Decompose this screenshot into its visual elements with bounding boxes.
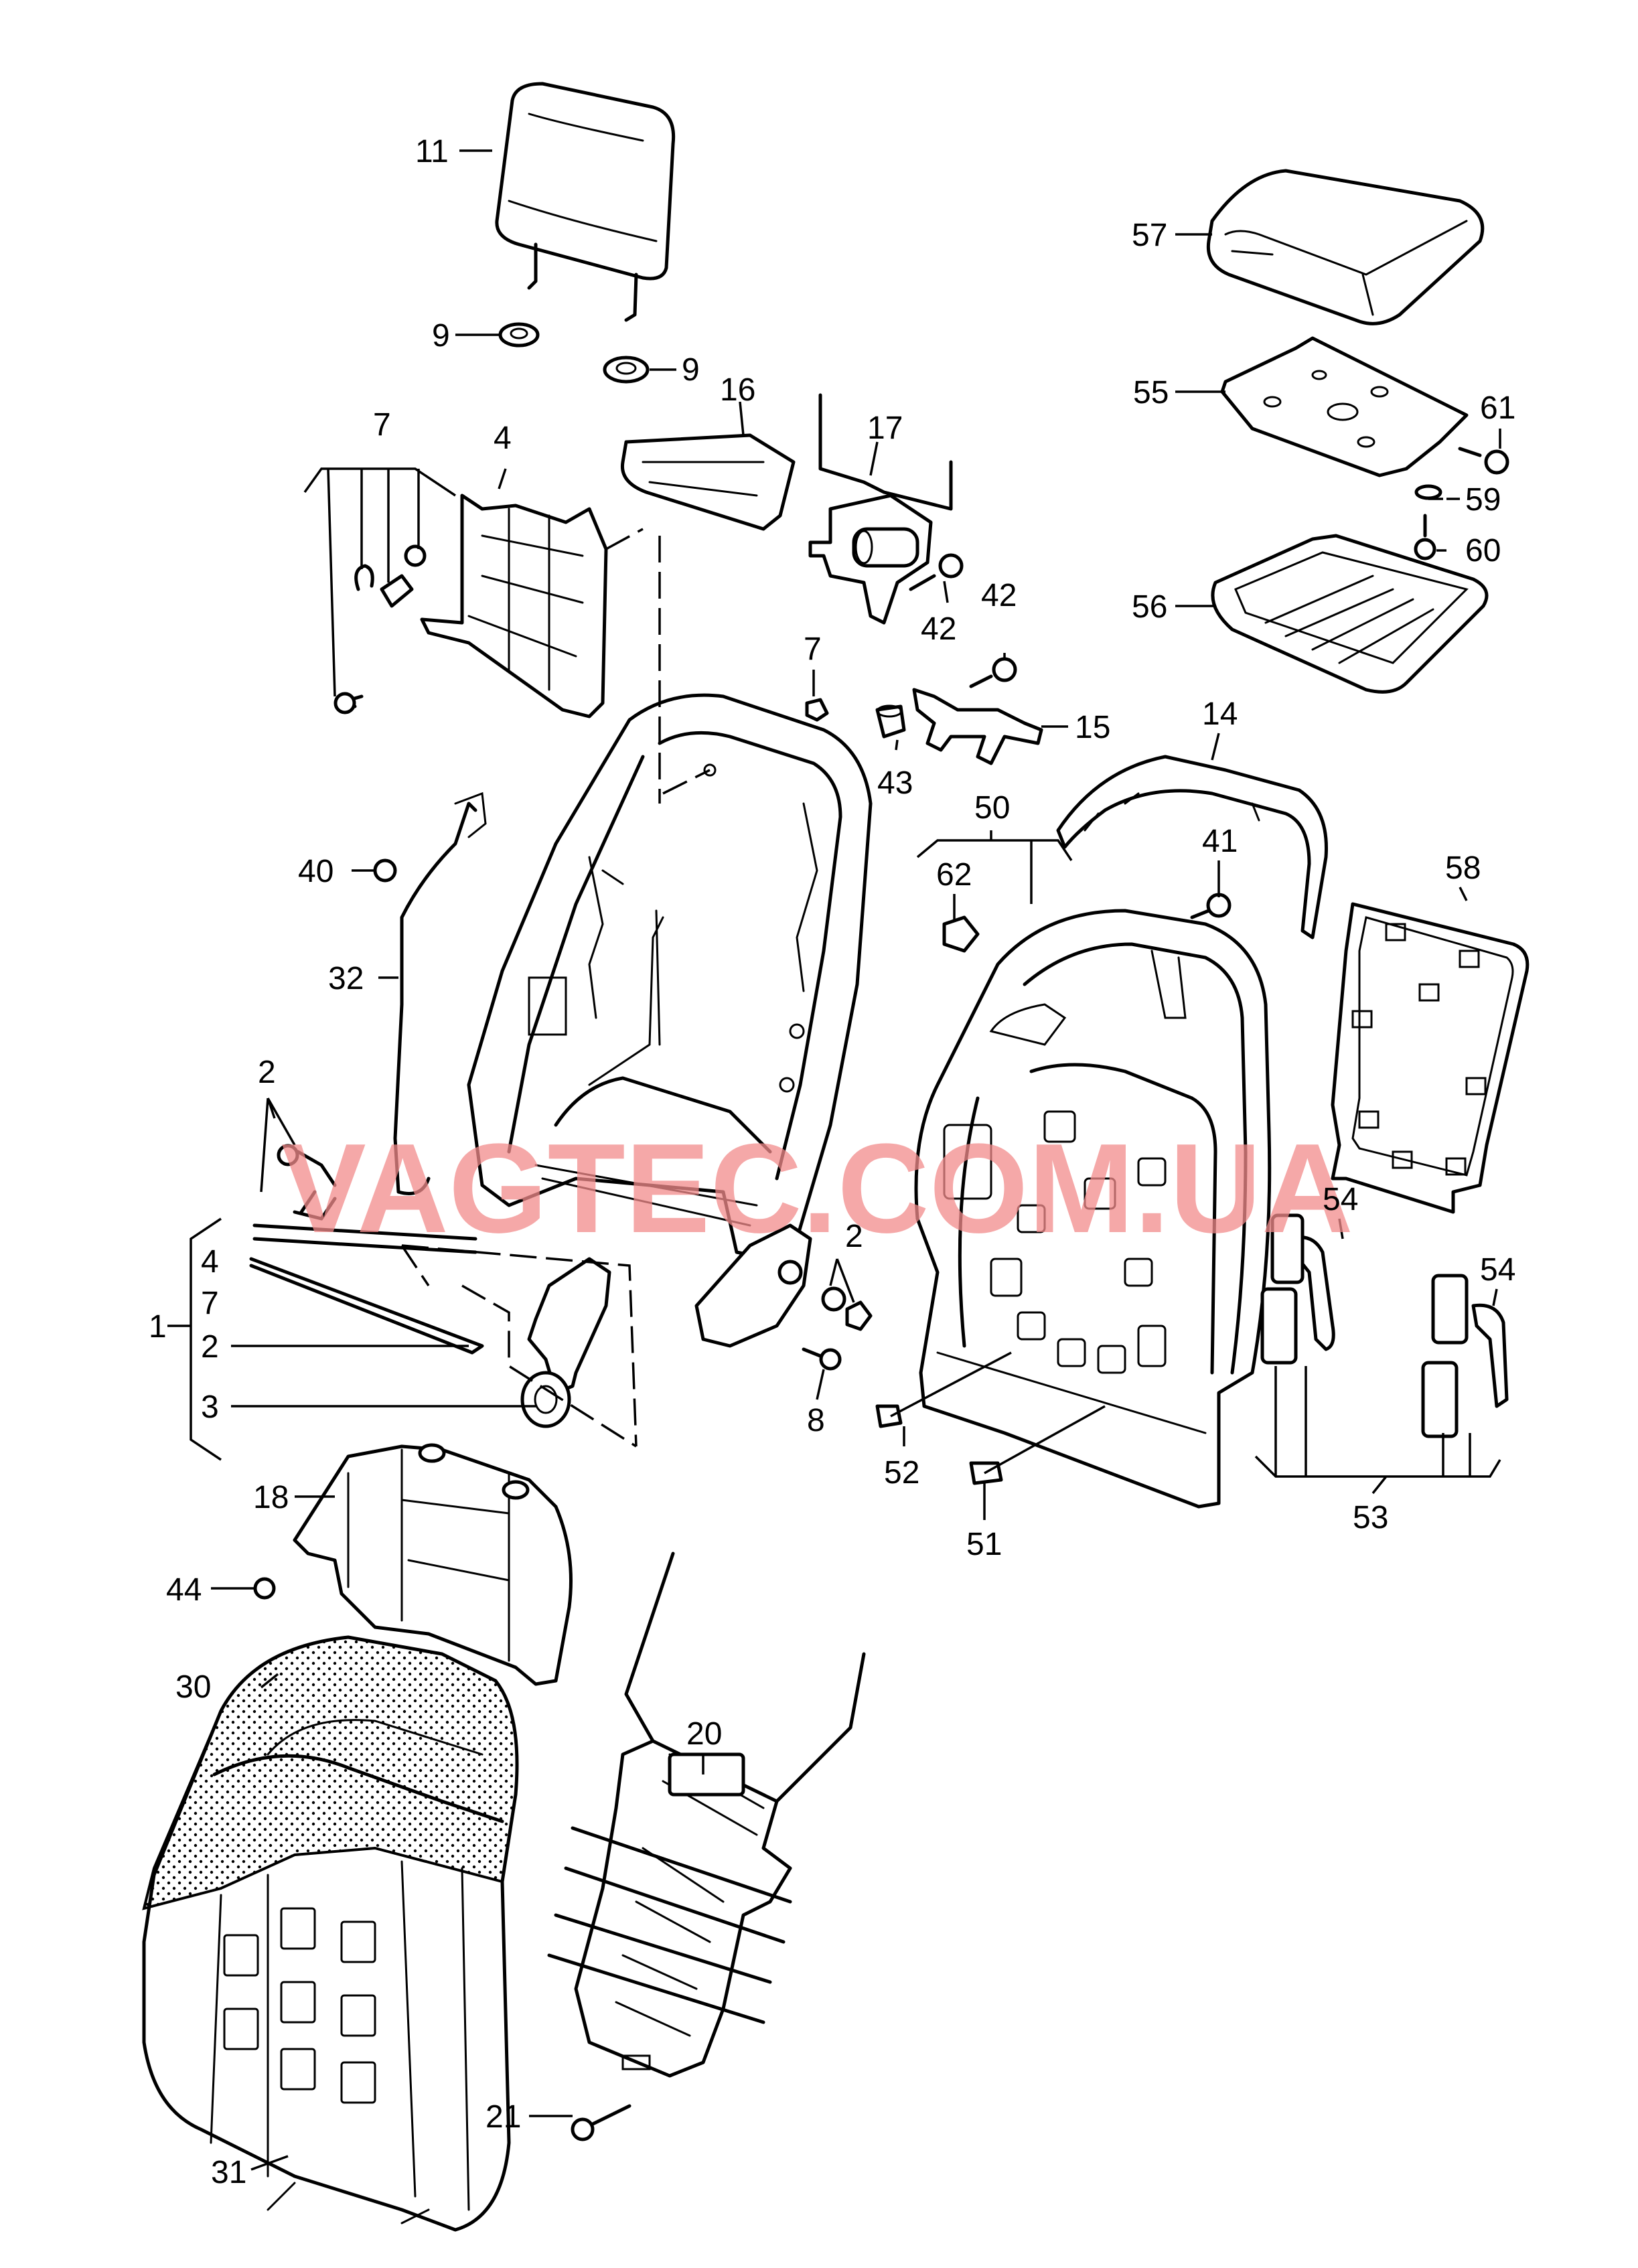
callout-60: 60 bbox=[1465, 533, 1501, 569]
callout-7-nut: 7 bbox=[804, 631, 822, 667]
recliner-mechanism bbox=[249, 1144, 873, 1448]
lumbar-support bbox=[547, 1552, 866, 2141]
cushion-frame-56 bbox=[1211, 534, 1489, 694]
callout-59: 59 bbox=[1465, 482, 1501, 518]
callout-56: 56 bbox=[1132, 589, 1167, 625]
seat-back-foam bbox=[253, 1443, 573, 1686]
back-panel bbox=[1331, 902, 1530, 1214]
clip-52 bbox=[875, 1404, 903, 1428]
upper-bracket-assembly bbox=[333, 494, 608, 719]
washer-59 bbox=[1414, 484, 1442, 500]
trim-54b bbox=[1471, 1303, 1509, 1408]
callout-53: 53 bbox=[1353, 1500, 1388, 1535]
callout-52: 52 bbox=[884, 1455, 919, 1491]
callout-54-right: 54 bbox=[1480, 1252, 1515, 1288]
callout-50: 50 bbox=[974, 790, 1010, 826]
adjuster-motor-bracket bbox=[808, 393, 953, 625]
clip-62 bbox=[942, 915, 980, 953]
callout-4-group: 4 bbox=[201, 1244, 219, 1280]
callout-42-upper: 42 bbox=[981, 578, 1017, 613]
screw-60 bbox=[1414, 538, 1436, 560]
callout-7-bracket: 7 bbox=[373, 407, 391, 443]
screw-42a bbox=[938, 553, 964, 579]
clip-40 bbox=[373, 858, 397, 883]
headrest bbox=[495, 82, 676, 322]
nut-7 bbox=[805, 698, 829, 722]
trim-54a bbox=[1287, 1235, 1335, 1351]
callout-2-upper: 2 bbox=[258, 1055, 276, 1090]
callout-11: 11 bbox=[415, 134, 449, 169]
callout-43: 43 bbox=[877, 765, 913, 801]
trim-strip-14 bbox=[1056, 755, 1328, 939]
seat-back-cover bbox=[142, 1635, 519, 2232]
headrest-guide-left bbox=[498, 322, 540, 348]
callout-2-group: 2 bbox=[201, 1329, 219, 1365]
callout-2-lower: 2 bbox=[845, 1219, 863, 1254]
callout-58: 58 bbox=[1445, 850, 1481, 886]
trim-clip-d bbox=[1421, 1361, 1459, 1438]
headrest-guide-right bbox=[603, 356, 650, 384]
callout-57: 57 bbox=[1132, 218, 1167, 253]
callout-31: 31 bbox=[211, 2155, 246, 2190]
callout-30: 30 bbox=[175, 1669, 211, 1705]
seat-back-frame bbox=[467, 528, 873, 1261]
callout-41: 41 bbox=[1202, 824, 1238, 859]
callout-4-frame: 4 bbox=[494, 421, 512, 456]
callout-16: 16 bbox=[720, 372, 755, 408]
cushion-pan-55 bbox=[1220, 336, 1469, 477]
callout-20: 20 bbox=[686, 1716, 722, 1752]
cushion-cover-57 bbox=[1206, 169, 1485, 325]
callout-40: 40 bbox=[298, 854, 333, 889]
leader-lines bbox=[167, 149, 1501, 2171]
side-module bbox=[620, 433, 796, 531]
seat-back-pan bbox=[914, 909, 1272, 1509]
trim-clip-b bbox=[1260, 1287, 1298, 1365]
bracket-15 bbox=[912, 688, 1043, 765]
callout-1: 1 bbox=[149, 1309, 167, 1345]
callout-42-lower: 42 bbox=[921, 611, 956, 647]
callout-labels: 11 9 9 16 17 7 4 42 42 7 15 43 40 32 2 1… bbox=[149, 134, 1515, 2190]
callout-51: 51 bbox=[966, 1527, 1002, 1562]
cable-32 bbox=[393, 802, 477, 1195]
screw-42b bbox=[992, 657, 1017, 682]
callout-9-left: 9 bbox=[432, 318, 450, 354]
callout-17: 17 bbox=[867, 410, 903, 446]
callout-62: 62 bbox=[936, 857, 972, 893]
callout-54-left: 54 bbox=[1323, 1182, 1358, 1217]
trim-clip-c bbox=[1431, 1274, 1469, 1345]
callout-21: 21 bbox=[486, 2099, 521, 2135]
bolt-41 bbox=[1206, 893, 1232, 918]
bushing-43 bbox=[875, 704, 906, 739]
trim-clip-a bbox=[1270, 1213, 1305, 1284]
callout-7-group: 7 bbox=[201, 1286, 219, 1321]
callout-44: 44 bbox=[166, 1572, 202, 1608]
bolt-61 bbox=[1484, 449, 1509, 475]
callout-9-right: 9 bbox=[682, 352, 700, 388]
callout-61: 61 bbox=[1480, 390, 1515, 426]
callout-18: 18 bbox=[253, 1480, 289, 1515]
callout-15: 15 bbox=[1075, 710, 1110, 745]
callout-8: 8 bbox=[807, 1403, 825, 1438]
watermark-text: VAGTEC.COM.UA bbox=[281, 1118, 1353, 1260]
callout-14: 14 bbox=[1202, 696, 1238, 732]
callout-3: 3 bbox=[201, 1389, 219, 1425]
callout-55: 55 bbox=[1133, 375, 1169, 410]
callout-32: 32 bbox=[328, 961, 364, 996]
